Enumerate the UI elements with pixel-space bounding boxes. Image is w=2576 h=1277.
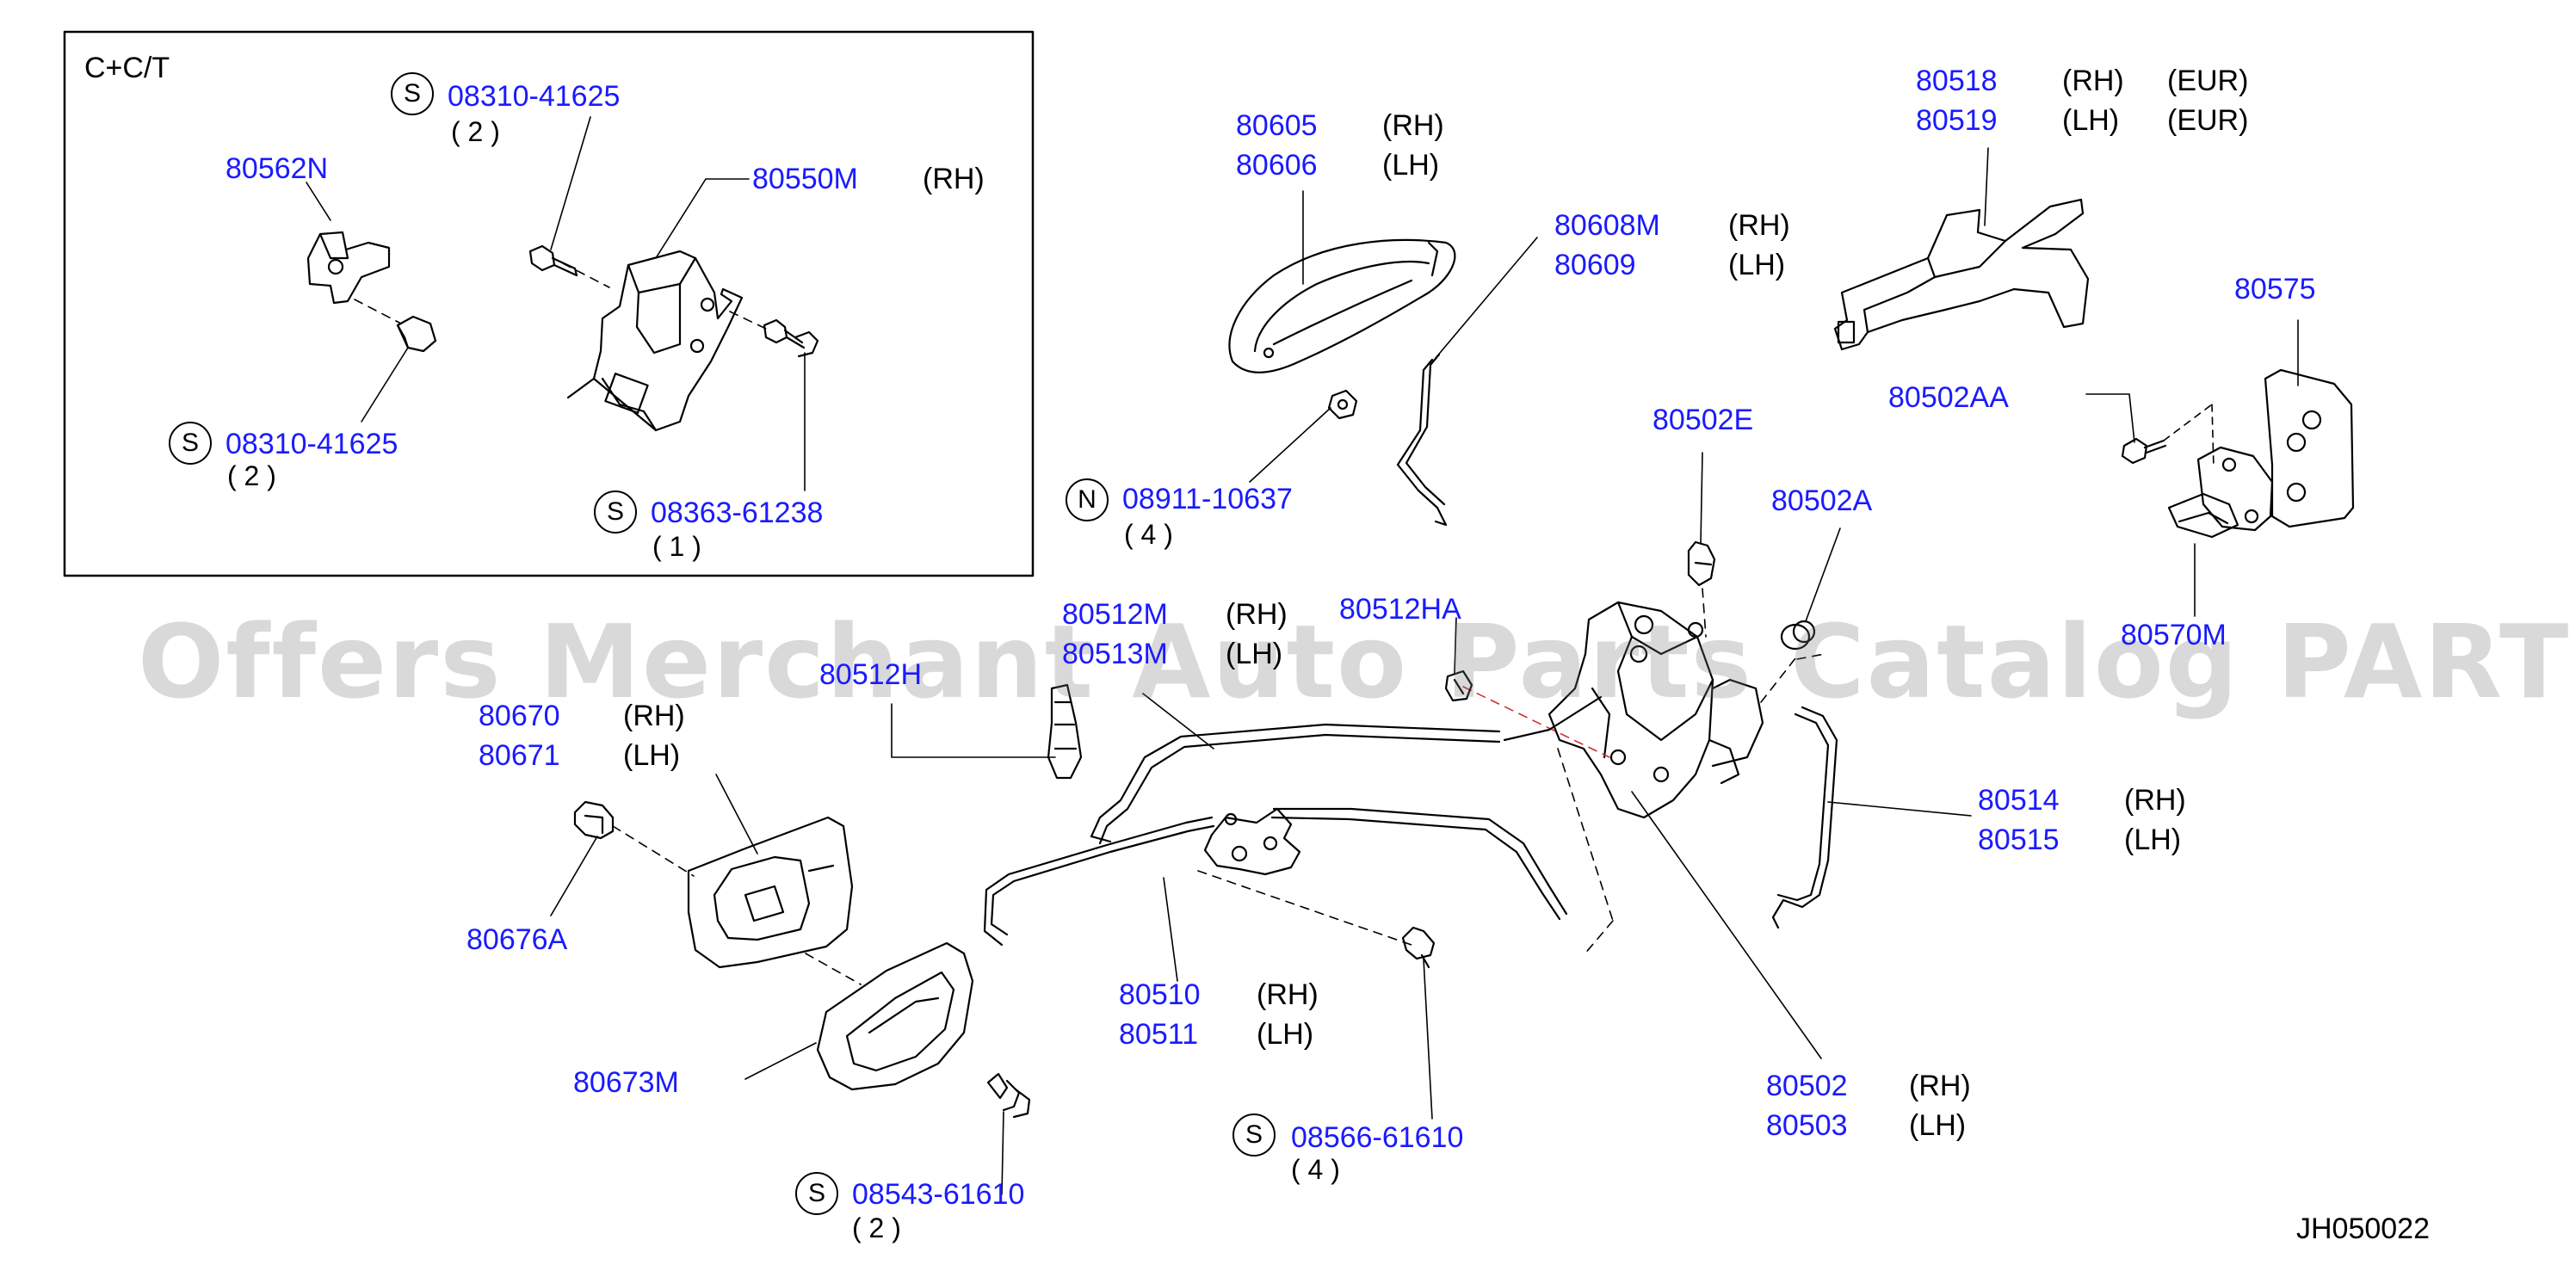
part-number-80502AA[interactable]: 80502AA [1888, 381, 2009, 414]
side-80606: (LH) [1382, 149, 1440, 182]
side-80605: (RH) [1382, 109, 1444, 142]
part-number-80512M[interactable]: 80512M [1062, 598, 1168, 631]
part-number-80512HA[interactable]: 80512HA [1339, 593, 1461, 626]
part-80570M-striker-drawing [2167, 446, 2274, 539]
inset-title: C+C/T [84, 52, 170, 84]
part-80550M-drawing [566, 250, 744, 432]
part-number-80512H[interactable]: 80512H [819, 658, 923, 691]
standard-part-symbol: S [169, 422, 212, 465]
standard-part-symbol: S [795, 1172, 838, 1215]
side-80503: (LH) [1909, 1109, 1967, 1142]
side-80671: (LH) [623, 739, 681, 772]
standard-part-symbol: S [594, 490, 637, 534]
quantity-08543-61610: ( 2 ) [852, 1212, 901, 1243]
quantity-08310-41625-upper: ( 2 ) [451, 116, 500, 147]
part-number-80605[interactable]: 80605 [1236, 109, 1318, 142]
side-80515: (LH) [2124, 824, 2182, 856]
side-80514: (RH) [2124, 784, 2186, 817]
part-number-80510[interactable]: 80510 [1119, 978, 1201, 1011]
screw-08363-drawing [763, 318, 819, 358]
part-number-08566-61610[interactable]: 08566-61610 [1291, 1121, 1464, 1154]
part-number-80562N[interactable]: 80562N [225, 152, 329, 185]
quantity-08363-61238: ( 1 ) [652, 531, 701, 562]
part-80673M-handle-drawing [816, 941, 974, 1091]
screw-08543-drawing [986, 1072, 1031, 1119]
part-number-80514[interactable]: 80514 [1978, 784, 2060, 817]
side-80511: (LH) [1257, 1018, 1314, 1051]
part-80502-lock-drawing [1547, 601, 1764, 819]
screw-08310-upper-drawing [528, 244, 578, 277]
part-number-80570M[interactable]: 80570M [2121, 619, 2227, 651]
part-number-80670[interactable]: 80670 [479, 700, 560, 732]
side-80502: (RH) [1909, 1070, 1971, 1102]
side-80512M: (RH) [1226, 598, 1288, 631]
part-number-08543-61610[interactable]: 08543-61610 [852, 1178, 1025, 1211]
part-number-80671[interactable]: 80671 [479, 739, 560, 772]
part-number-80502[interactable]: 80502 [1766, 1070, 1848, 1102]
region-80519: (EUR) [2167, 104, 2249, 137]
inset-frame [63, 30, 1035, 577]
part-number-80503[interactable]: 80503 [1766, 1109, 1848, 1142]
bolt-80502AA-drawing [2121, 437, 2167, 465]
part-number-80550M[interactable]: 80550M [752, 163, 858, 195]
side-80519: (LH) [2062, 104, 2120, 137]
part-80510-link-drawing [1203, 807, 1301, 876]
side-80550M: (RH) [923, 163, 985, 195]
part-80562N-drawing [306, 231, 391, 305]
part-number-80519[interactable]: 80519 [1916, 104, 1998, 137]
part-number-80673M[interactable]: 80673M [573, 1066, 679, 1099]
nut-08911-drawing [1327, 389, 1358, 420]
side-80670: (RH) [623, 700, 685, 732]
part-80605-outside-handle-drawing [1228, 238, 1456, 373]
clip-80502E-drawing [1687, 540, 1716, 587]
side-80609: (LH) [1728, 249, 1786, 281]
part-number-80606[interactable]: 80606 [1236, 149, 1318, 182]
clip-80512HA-drawing [1444, 669, 1473, 702]
nut-part-symbol: N [1066, 478, 1109, 521]
quantity-08310-41625-lower: ( 2 ) [227, 460, 276, 491]
part-number-80511[interactable]: 80511 [1119, 1018, 1199, 1051]
part-number-80609[interactable]: 80609 [1554, 249, 1636, 281]
rod-80512M-drawing [1090, 723, 1501, 843]
part-80575-plate-drawing [2264, 368, 2355, 528]
screw-08566-drawing [1401, 926, 1436, 969]
rod-80514-drawing [1771, 706, 1838, 929]
side-80513M: (LH) [1226, 638, 1283, 670]
standard-part-symbol: S [391, 72, 434, 115]
part-80670-escutcheon-drawing [687, 816, 854, 969]
part-number-80502E[interactable]: 80502E [1652, 404, 1754, 436]
quantity-08566-61610: ( 4 ) [1291, 1154, 1340, 1185]
side-80518: (RH) [2062, 65, 2124, 97]
quantity-08911-10637: ( 4 ) [1124, 519, 1173, 550]
part-number-80502A[interactable]: 80502A [1771, 484, 1873, 517]
part-number-80518[interactable]: 80518 [1916, 65, 1998, 97]
part-number-80608M[interactable]: 80608M [1554, 209, 1660, 242]
side-80510: (RH) [1257, 978, 1319, 1011]
part-80518-bracket-drawing [1833, 198, 2090, 351]
part-number-80676A[interactable]: 80676A [466, 923, 568, 956]
side-80608M: (RH) [1728, 209, 1790, 242]
pin-80676A-drawing [573, 800, 615, 840]
part-number-08310-41625-lower[interactable]: 08310-41625 [225, 428, 398, 460]
grommet-80502A-drawing [1780, 620, 1816, 651]
part-number-08310-41625-upper[interactable]: 08310-41625 [448, 80, 621, 113]
rod-80608M-drawing [1396, 358, 1448, 527]
diagram-code: JH050022 [2295, 1212, 2430, 1245]
part-number-80575[interactable]: 80575 [2234, 273, 2316, 305]
clip-80512H-drawing [1047, 683, 1083, 780]
part-number-08911-10637[interactable]: 08911-10637 [1122, 483, 1293, 515]
part-number-80513M[interactable]: 80513M [1062, 638, 1168, 670]
part-number-80515[interactable]: 80515 [1978, 824, 2060, 856]
part-number-08363-61238[interactable]: 08363-61238 [651, 497, 824, 529]
screw-08310-lower-drawing [396, 315, 437, 353]
region-80518: (EUR) [2167, 65, 2249, 97]
standard-part-symbol: S [1232, 1114, 1276, 1157]
